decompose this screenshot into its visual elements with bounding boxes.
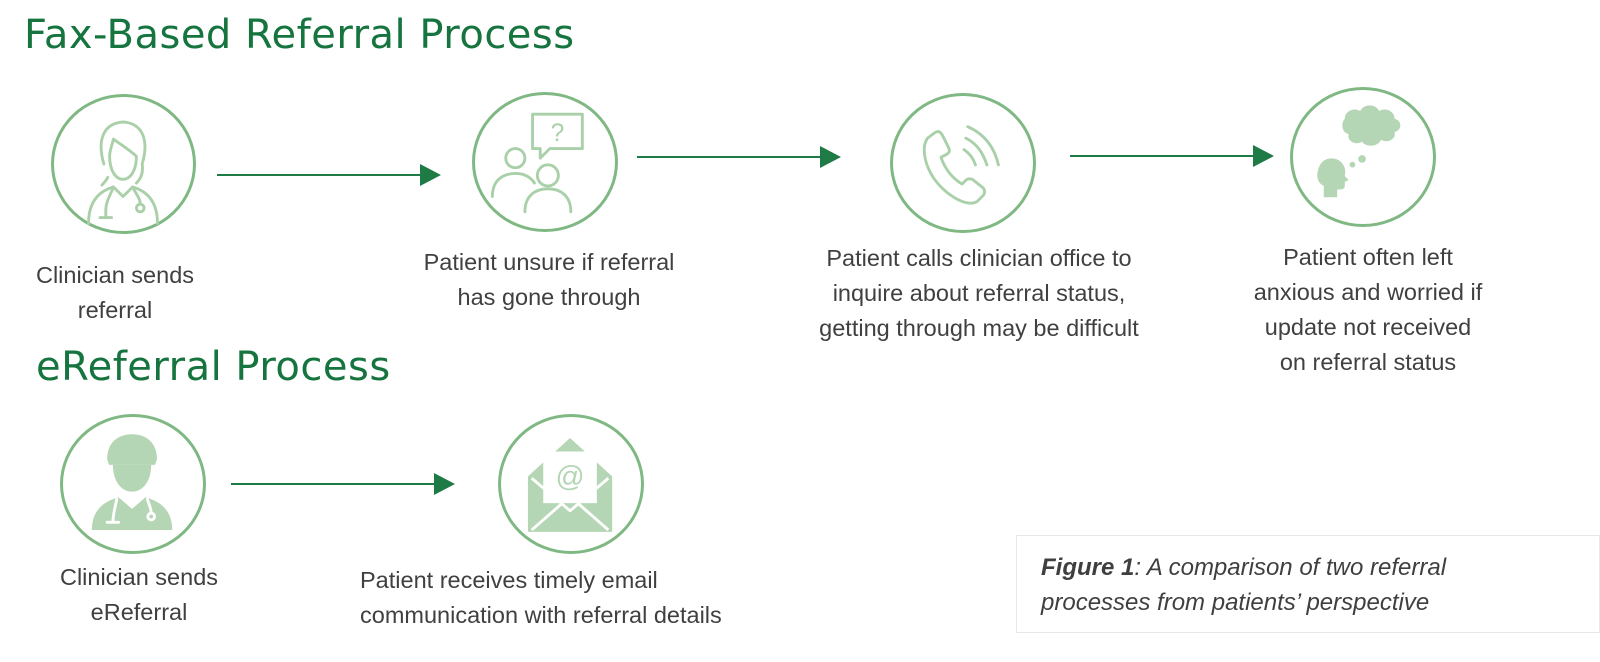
figure-label: Figure 1 [1041,554,1135,581]
male-clinician-icon [91,434,173,530]
figure-caption-line-1: : A comparison of two referral [1134,554,1447,581]
fax-step-4-circle [1290,87,1436,227]
ereferral-arrow-1 [231,473,455,495]
fax-step-4-caption: Patient often left anxious and worried i… [1253,244,1483,375]
svg-text:?: ? [551,119,565,147]
female-clinician-icon [87,120,159,225]
figure-caption-box: Figure 1: A comparison of two referral p… [1016,535,1600,633]
fax-step-1-circle [51,94,196,234]
ereferral-step-2-caption: Patient receives timely email communicat… [360,567,722,628]
fax-step-2-circle: ? [472,92,618,232]
fax-process-title: Fax-Based Referral Process [24,12,575,58]
confused-patients-question-icon: ? [490,112,584,214]
fax-arrow-2 [637,146,841,168]
ereferral-step-2-circle: @ [498,414,644,554]
ereferral-process-title: eReferral Process [36,344,391,390]
phone-ringing-icon [922,125,1000,205]
fax-arrow-3 [1070,145,1274,167]
ereferral-step-1-circle [60,414,206,554]
fax-step-1-caption: Clinician sends referral [35,262,195,323]
worried-thought-bubble-icon [1317,105,1401,198]
fax-step-3-caption: Patient calls clinician office to inquir… [819,245,1139,341]
fax-step-3-circle [890,93,1036,233]
ereferral-step-1-caption: Clinician sends eReferral [59,564,219,625]
fax-step-2-caption: Patient unsure if referral has gone thro… [423,249,675,310]
figure-caption-line-2: processes from patients’ perspective [1041,589,1430,616]
fax-arrow-1 [217,164,441,186]
email-envelope-icon: @ [527,438,613,532]
svg-text:@: @ [555,461,584,493]
